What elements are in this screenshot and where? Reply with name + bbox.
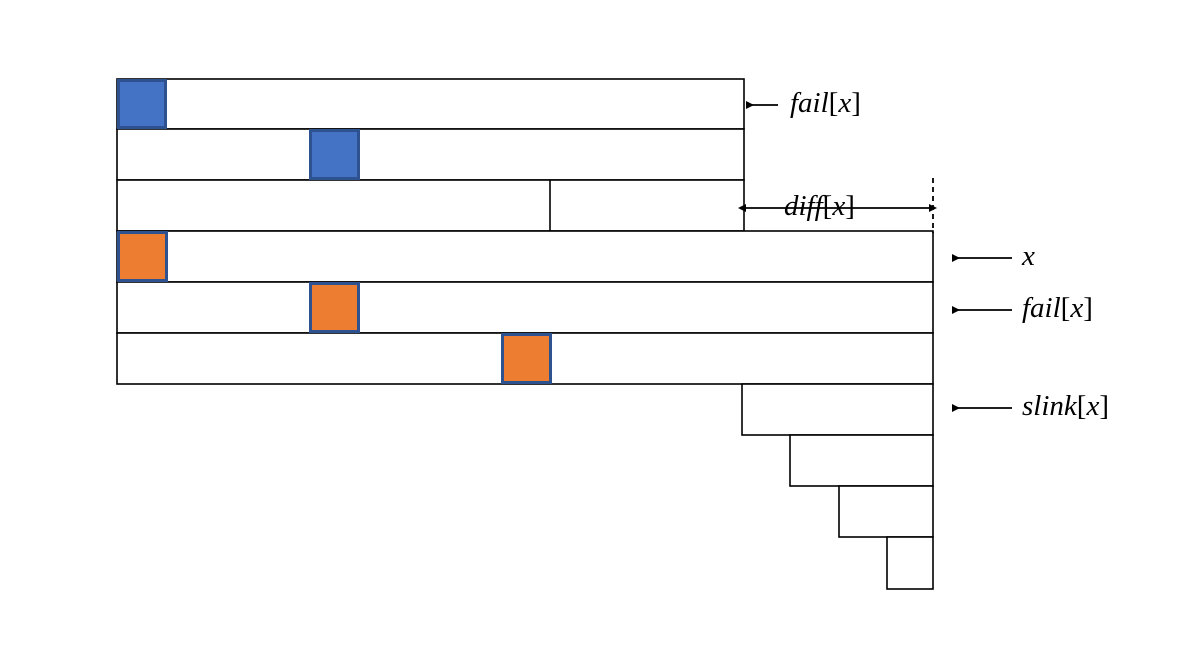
annotation-label-ann-slink: slink[x]: [1022, 390, 1109, 422]
bar-upper: [116, 179, 745, 232]
bar-stair: [741, 383, 934, 436]
bar-stair: [886, 536, 934, 590]
bar-upper: [116, 78, 745, 130]
annotation-label-ann-fail-top: fail[x]: [790, 87, 861, 119]
annotation-label-ann-x: x: [1021, 240, 1035, 272]
cell-orange: [501, 333, 552, 384]
cell-orange: [309, 282, 360, 333]
annotation-label-ann-diff: diff[x]: [784, 190, 855, 222]
bar-lower: [116, 281, 934, 334]
bar-stair: [789, 434, 934, 487]
bar-upper: [116, 128, 745, 181]
bar-lower: [116, 230, 934, 283]
cell-orange: [117, 231, 168, 282]
bar-stair: [838, 485, 934, 538]
annotations-layer: fail[x] diff[x] x fail[x] slink[x]: [738, 87, 1109, 422]
cell-blue: [309, 129, 360, 180]
cell-blue: [117, 79, 167, 129]
cells-layer: [117, 79, 552, 384]
annotation-label-ann-fail-lower: fail[x]: [1022, 292, 1093, 324]
